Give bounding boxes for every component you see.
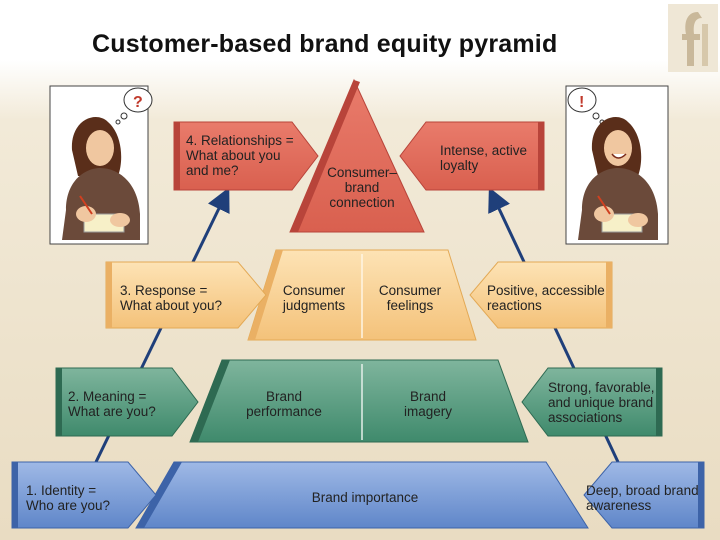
level-3-center-label-2: Consumer feelings — [378, 283, 442, 313]
level-2-left-label: 2. Meaning = What are you? — [68, 389, 156, 419]
exclamation-mark-icon: ! — [579, 94, 584, 111]
level-1-left-label: 1. Identity = Who are you? — [26, 483, 111, 513]
level-1-band — [135, 461, 589, 529]
level-4-right-arrow-box — [399, 121, 545, 191]
level-2-center-label-2: Brand imagery — [403, 389, 452, 419]
level-4-left-arrow-box — [173, 121, 319, 191]
slide-title: Customer-based brand equity pyramid — [92, 30, 558, 58]
confident-woman-illustration — [565, 85, 669, 245]
level-3-right-label: Positive, accessible reactions — [487, 283, 605, 313]
level-2-right-label: Strong, favorable, and unique brand asso… — [548, 380, 655, 425]
level-2-center-label-1: Brand performance — [246, 389, 322, 419]
question-mark-icon: ? — [133, 94, 143, 111]
level-4-center-label: Consumer– brand connection — [327, 165, 397, 210]
level-1-left-arrow-box — [11, 461, 157, 529]
level-4-left-label: 4. Relationships = What about you and me… — [186, 133, 294, 178]
level-3-right-arrow-box — [469, 261, 613, 329]
level-2-left-arrow-box — [55, 367, 199, 437]
level-4-triangle — [289, 78, 425, 233]
puzzled-woman-illustration — [49, 85, 153, 245]
level-1-center-label: Brand importance — [311, 490, 419, 505]
level-1-right-arrow-box — [583, 461, 705, 529]
level-1-right-label: Deep, broad brand awareness — [586, 483, 699, 513]
level-2-right-arrow-box — [521, 367, 663, 437]
logo-icon — [668, 4, 718, 72]
level-3-left-arrow-box — [105, 261, 267, 329]
level-2-band — [189, 359, 529, 443]
level-3-left-label: 3. Response = What about you? — [120, 283, 223, 313]
level-3-center-label-1: Consumer judgments — [282, 283, 346, 313]
level-4-right-label: Intense, active loyalty — [440, 143, 528, 173]
